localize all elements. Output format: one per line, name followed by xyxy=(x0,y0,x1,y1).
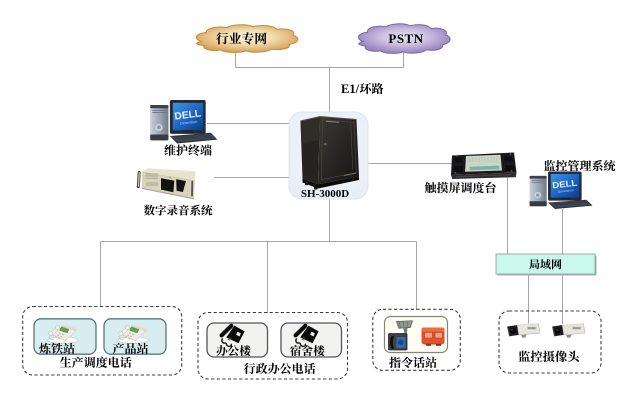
svg-text:SH-3000D: SH-3000D xyxy=(301,188,349,200)
svg-text:E1/: E1/ xyxy=(341,82,360,96)
svg-text:PSTN: PSTN xyxy=(388,31,423,46)
